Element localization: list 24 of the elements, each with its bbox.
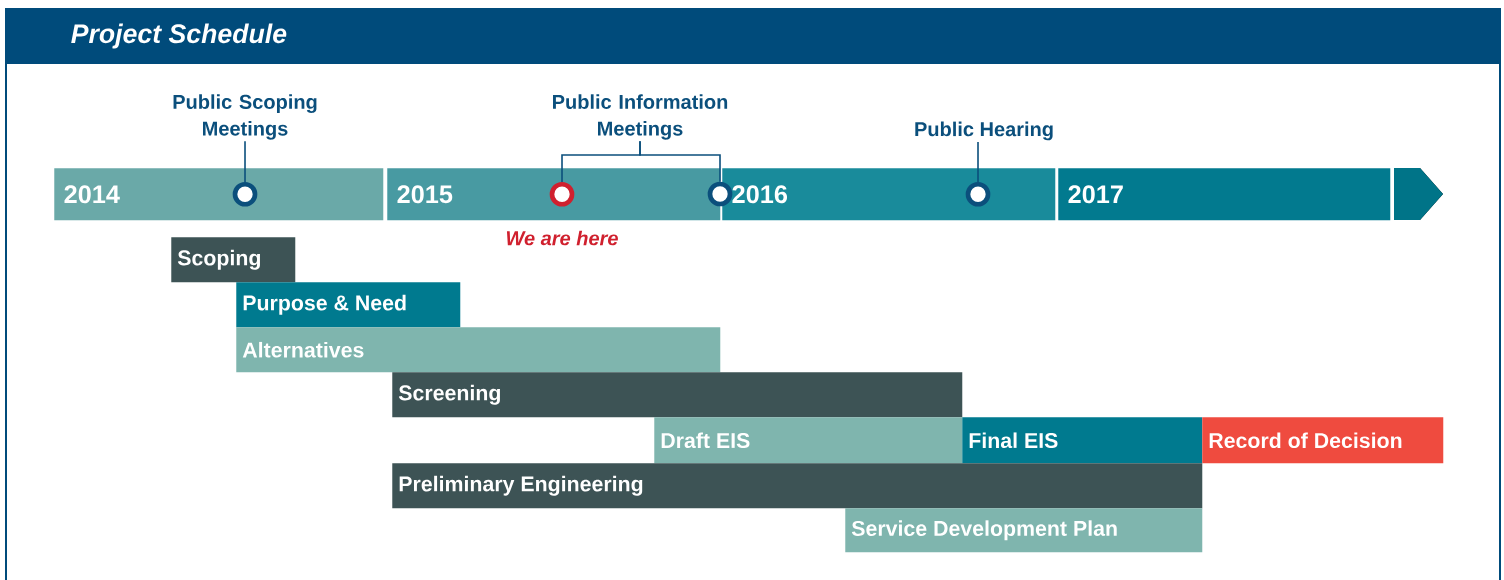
milestone-marker: [965, 181, 991, 207]
task-bar: Final EIS: [962, 417, 1203, 464]
header-bar: Project Schedule: [6, 9, 1500, 64]
milestone-label: Public Scoping Meetings: [173, 94, 317, 140]
milestone-label: Public Information Meetings: [553, 94, 728, 140]
task-bar: Service Development Plan: [845, 508, 1203, 553]
leader-line: [244, 140, 246, 183]
task-bar: Draft EIS: [654, 417, 963, 464]
milestone-label: Public Hearing: [915, 121, 1053, 141]
milestone-marker: [707, 181, 733, 207]
task-bar: Scoping: [171, 237, 296, 283]
year-band: 2014: [54, 168, 384, 221]
task-bar: Preliminary Engineering: [392, 463, 1203, 509]
task-bar: Purpose & Need: [236, 282, 461, 328]
task-bar: Alternatives: [236, 327, 721, 373]
task-bar: Record of Decision: [1202, 417, 1444, 464]
status-label: We are here: [506, 230, 618, 246]
task-bar: Screening: [392, 372, 963, 418]
leader-line: [639, 140, 721, 183]
year-band: 2015: [387, 168, 721, 221]
year-band: 2017: [1058, 168, 1391, 221]
year-band: 2016: [722, 168, 1056, 221]
leader-line: [977, 141, 979, 183]
milestone-marker: [232, 181, 258, 207]
